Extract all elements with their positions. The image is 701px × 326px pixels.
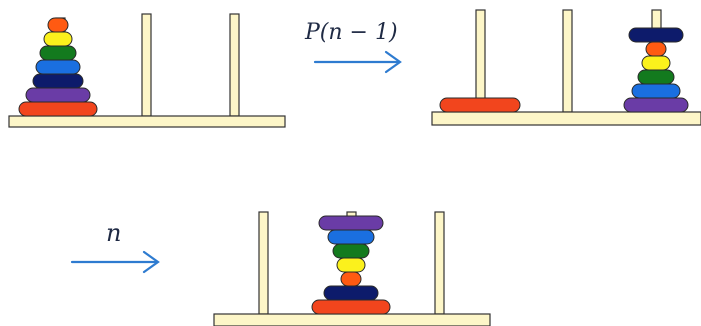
disk-purple bbox=[25, 87, 91, 103]
peg-2 bbox=[141, 13, 152, 117]
disk-orange bbox=[645, 41, 667, 57]
disk-green bbox=[637, 69, 675, 85]
disk-orange bbox=[47, 17, 69, 33]
disk-purple bbox=[623, 97, 689, 113]
disk-stack-peg-1 bbox=[439, 97, 521, 113]
disk-green bbox=[39, 45, 77, 61]
disk-purple bbox=[318, 215, 384, 231]
disk-blue bbox=[631, 83, 681, 99]
arrow-step-1: P(n − 1) bbox=[304, 20, 402, 74]
disk-stack-peg-3 bbox=[623, 27, 689, 113]
tower-base bbox=[8, 115, 286, 128]
disk-red bbox=[439, 97, 521, 113]
disk-yellow bbox=[336, 257, 366, 273]
peg-3 bbox=[229, 13, 240, 117]
tower-base bbox=[431, 111, 701, 126]
disk-red bbox=[18, 101, 98, 117]
disk-orange bbox=[340, 271, 362, 287]
stage-initial bbox=[8, 13, 286, 128]
disk-yellow bbox=[641, 55, 671, 71]
disk-navy bbox=[32, 73, 84, 89]
disk-stack-peg-2 bbox=[311, 215, 391, 315]
peg-1 bbox=[258, 211, 269, 315]
label-p-n-minus-1: P(n − 1) bbox=[304, 20, 398, 45]
stage-after-largest-move bbox=[213, 211, 491, 326]
disk-navy bbox=[628, 27, 684, 43]
peg-3 bbox=[434, 211, 445, 315]
disk-yellow bbox=[43, 31, 73, 47]
disk-blue bbox=[327, 229, 375, 245]
stage-after-n-minus-1 bbox=[431, 9, 701, 126]
peg-2 bbox=[562, 9, 573, 113]
tower-base bbox=[213, 313, 491, 326]
peg-1 bbox=[475, 9, 486, 113]
label-n: n bbox=[106, 219, 121, 247]
disk-stack-peg-1 bbox=[18, 17, 98, 117]
disk-navy bbox=[323, 285, 379, 301]
disk-green bbox=[332, 243, 370, 259]
arrow-step-2: n bbox=[70, 219, 160, 274]
disk-blue bbox=[35, 59, 81, 75]
disk-red bbox=[311, 299, 391, 315]
